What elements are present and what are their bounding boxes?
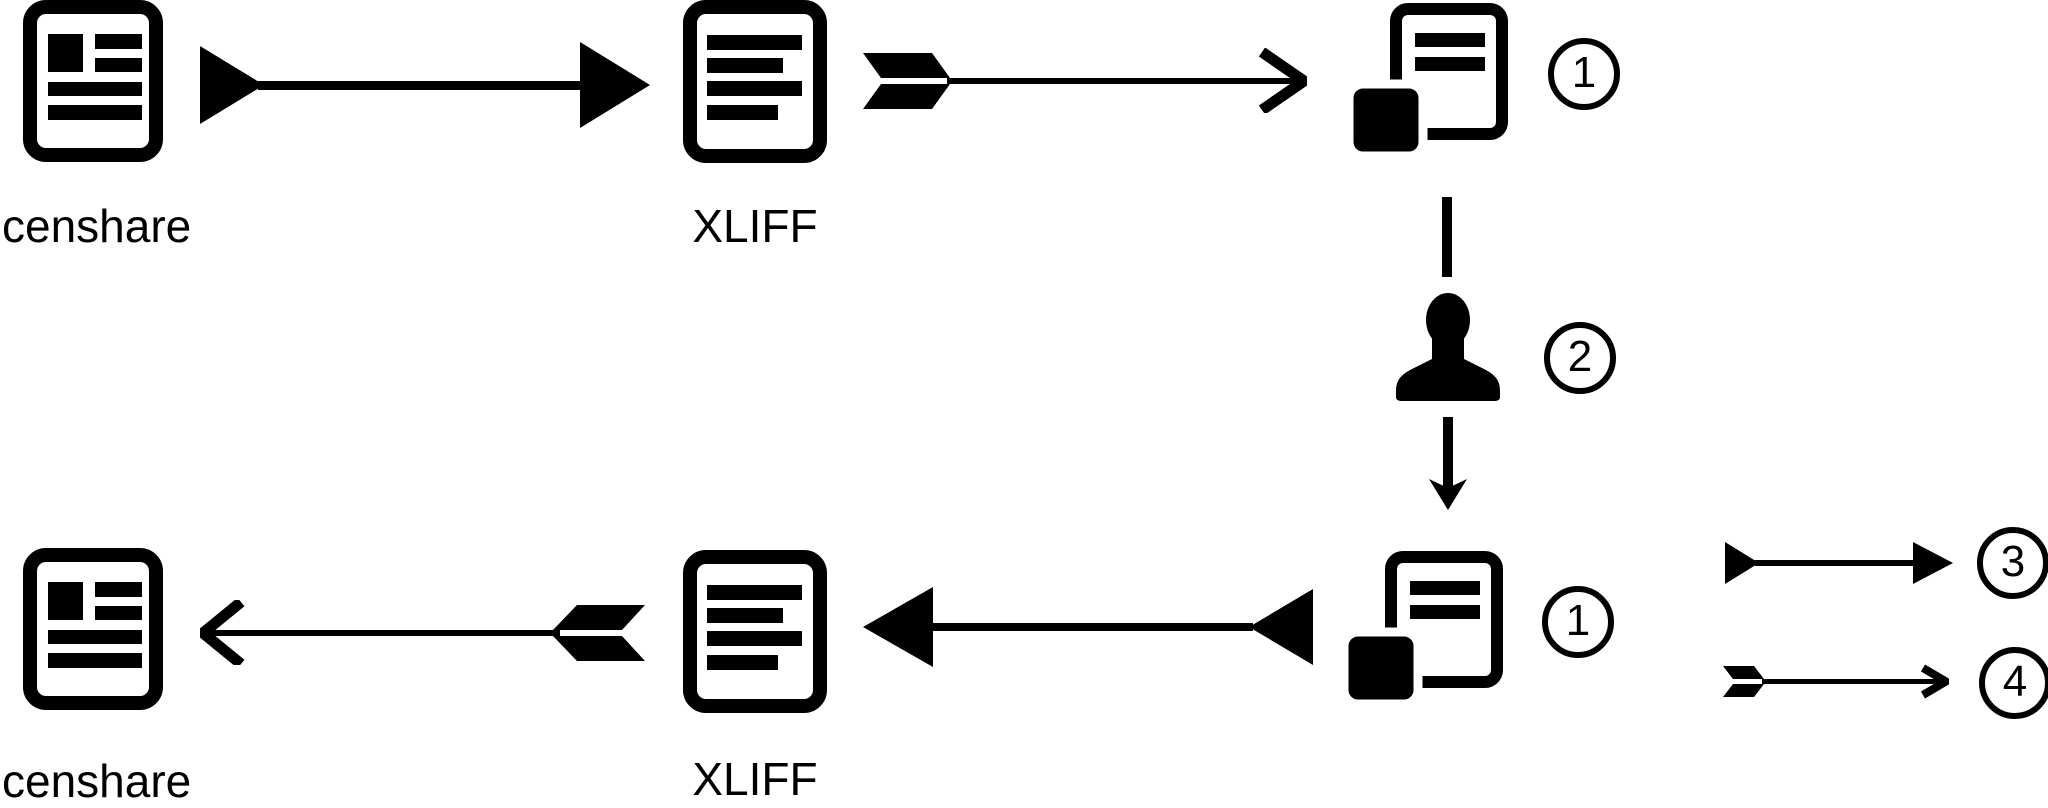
censhare-source-label: censhare [2,200,192,252]
person-icon [1396,293,1500,401]
feathered-arrow-send [863,48,1307,113]
xliff-target-label: XLIFF [692,753,818,805]
newspaper-document-icon-translated [23,548,163,710]
duplicate-documents-icon [1344,3,1508,161]
newspaper-document-icon [23,0,163,162]
circled-4-badge: 4 [1979,647,2048,719]
solid-triangle-arrow-export [200,42,650,128]
censhare-target-label: censhare [2,755,192,807]
duplicate-documents-icon-translated [1339,551,1503,709]
down-arrow-icon [1429,417,1467,510]
text-document-icon-translated [683,550,827,713]
circled-3-badge: 3 [1977,527,2048,599]
solid-triangle-arrow-return [863,587,1313,667]
text-document-icon [683,0,827,163]
circled-2-badge: 2 [1544,322,1616,394]
legend-feathered-arrow [1723,664,1949,699]
circled-1-badge-bottom: 1 [1542,586,1614,658]
legend-solid-triangle-arrow [1725,542,1953,584]
xliff-source-label: XLIFF [692,200,818,252]
feathered-arrow-import [200,600,645,665]
vertical-connector-line [1442,197,1452,277]
circled-1-badge-top: 1 [1548,38,1620,110]
